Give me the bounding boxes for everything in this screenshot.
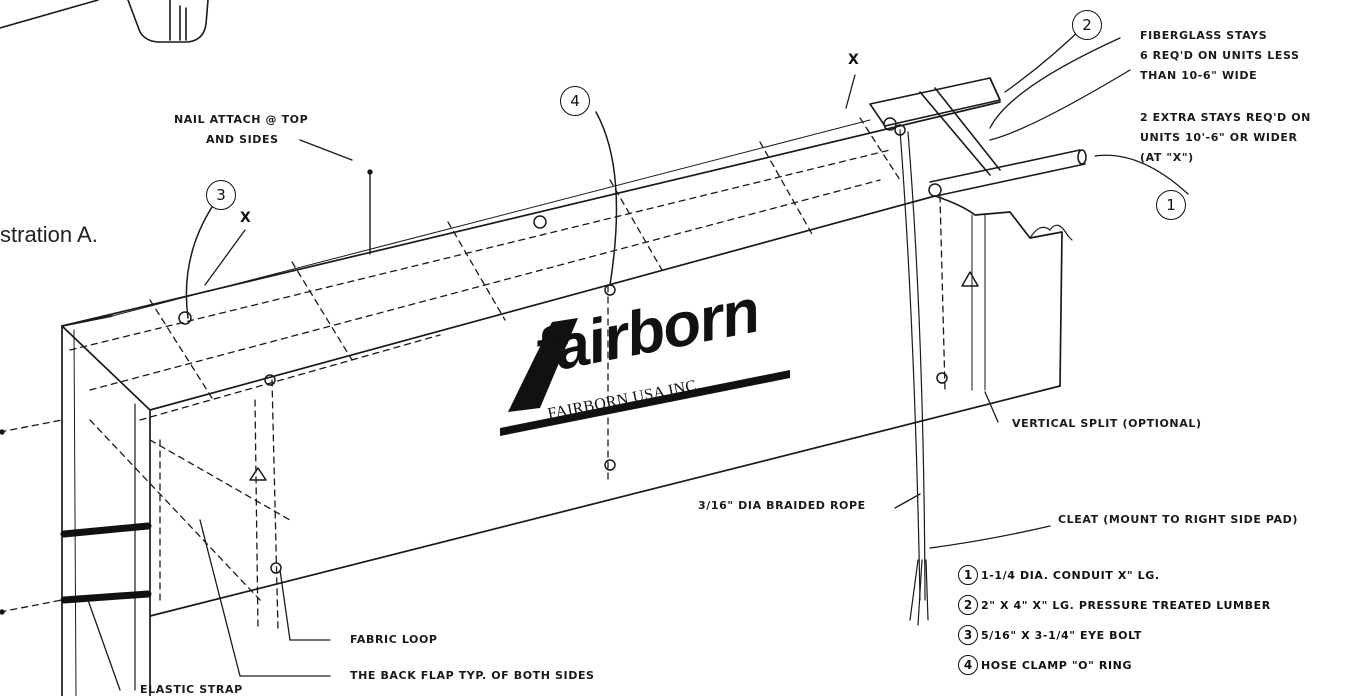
conduit-tube — [929, 149, 1087, 197]
intro-text: stration A. — [0, 222, 98, 247]
label-fabric-loop: FABRIC LOOP — [350, 633, 438, 646]
callout-arrows — [185, 111, 618, 319]
label-nail-attach: NAIL ATTACH @ TOP — [174, 113, 309, 126]
label-rope: 3/16" DIA BRAIDED ROPE — [698, 499, 866, 512]
legend-number: 2 — [958, 595, 978, 615]
x-mark-left: X — [240, 210, 251, 226]
legend-text: HOSE CLAMP "O" RING — [981, 658, 1133, 672]
legend-row: 3 5/16" X 3-1/4" EYE BOLT — [958, 624, 1142, 646]
awning-body — [61, 101, 1063, 696]
legend-row: 4 HOSE CLAMP "O" RING — [958, 654, 1132, 676]
callout-1: 1 — [1156, 190, 1186, 220]
right-fragment — [1029, 224, 1073, 241]
label-back-flap: THE BACK FLAP TYP. OF BOTH SIDES — [350, 669, 595, 682]
lumber-block — [869, 77, 1001, 176]
label-elastic-strap: ELASTIC STRAP — [140, 683, 243, 696]
label-fiberglass-1: FIBERGLASS STAYS — [1140, 29, 1268, 42]
callout-2: 2 — [1072, 10, 1102, 40]
label-extra-stays-1: 2 EXTRA STAYS REQ'D ON — [1140, 111, 1311, 124]
label-fiberglass-2: 6 REQ'D ON UNITS LESS — [1140, 49, 1300, 62]
label-nail-attach-2: AND SIDES — [206, 133, 279, 146]
legend-text: 2" X 4" X" LG. PRESSURE TREATED LUMBER — [981, 598, 1271, 612]
logo-swoosh — [500, 318, 790, 436]
callout-4: 4 — [560, 86, 590, 116]
label-vertical-split: VERTICAL SPLIT (OPTIONAL) — [1012, 417, 1202, 430]
nails — [0, 169, 373, 615]
label-cleat: CLEAT (MOUNT TO RIGHT SIDE PAD) — [1058, 513, 1299, 526]
corner-fragment — [0, 0, 209, 43]
callout-3: 3 — [206, 180, 236, 210]
braided-rope — [899, 129, 929, 626]
legend-row: 2 2" X 4" X" LG. PRESSURE TREATED LUMBER — [958, 594, 1271, 616]
legend-number: 4 — [958, 655, 978, 675]
label-extra-stays-2: UNITS 10'-6" OR WIDER — [1140, 131, 1298, 144]
legend-row: 1 1-1/4 DIA. CONDUIT X" LG. — [958, 564, 1160, 586]
triangle-marks — [249, 271, 979, 481]
legend-number: 3 — [958, 625, 978, 645]
label-fiberglass-3: THAN 10-6" WIDE — [1140, 69, 1258, 82]
leader-lines — [87, 21, 1189, 691]
dashed-frame — [0, 117, 946, 631]
legend-number: 1 — [958, 565, 978, 585]
label-extra-stays-3: (AT "X") — [1140, 151, 1194, 164]
x-mark-top: X — [848, 52, 859, 68]
elastic-straps — [60, 522, 152, 604]
legend-text: 1-1/4 DIA. CONDUIT X" LG. — [981, 568, 1160, 582]
legend-text: 5/16" X 3-1/4" EYE BOLT — [981, 628, 1143, 642]
